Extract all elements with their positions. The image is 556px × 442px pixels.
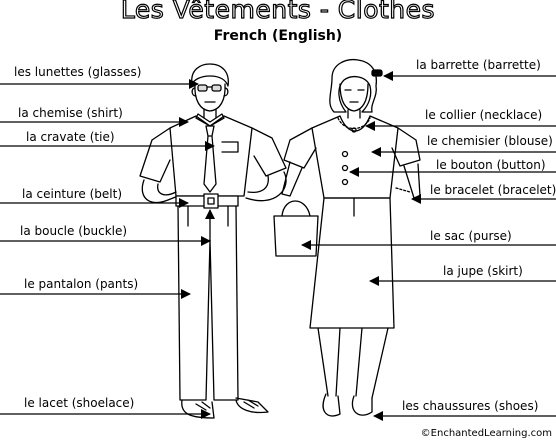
- label-cravate: la cravate (tie): [26, 130, 115, 144]
- label-lacet: le lacet (shoelace): [24, 396, 135, 410]
- label-barrette: la barrette (barrette): [416, 58, 541, 72]
- label-collier: le collier (necklace): [425, 108, 543, 122]
- label-jupe: la jupe (skirt): [443, 264, 523, 278]
- man-figure: [139, 63, 287, 419]
- label-chemise: la chemise (shirt): [18, 106, 123, 120]
- page-subtitle: French (English): [213, 28, 343, 44]
- label-sac: le sac (purse): [430, 229, 512, 243]
- label-bouton: le bouton (button): [436, 158, 546, 172]
- label-pantalon: le pantalon (pants): [24, 277, 139, 291]
- page-title: Les Vêtements - Clothes: [120, 0, 436, 25]
- label-ceinture: la ceinture (belt): [22, 187, 123, 201]
- label-lunettes: les lunettes (glasses): [14, 65, 142, 79]
- credit-text: ©EnchantedLearning.com: [420, 428, 552, 439]
- woman-figure: [273, 58, 421, 417]
- label-chemisier: le chemisier (blouse): [427, 134, 553, 148]
- label-bracelet: le bracelet (bracelet): [430, 183, 556, 197]
- label-boucle: la boucle (buckle): [20, 224, 128, 238]
- label-chaussures: les chaussures (shoes): [402, 399, 539, 413]
